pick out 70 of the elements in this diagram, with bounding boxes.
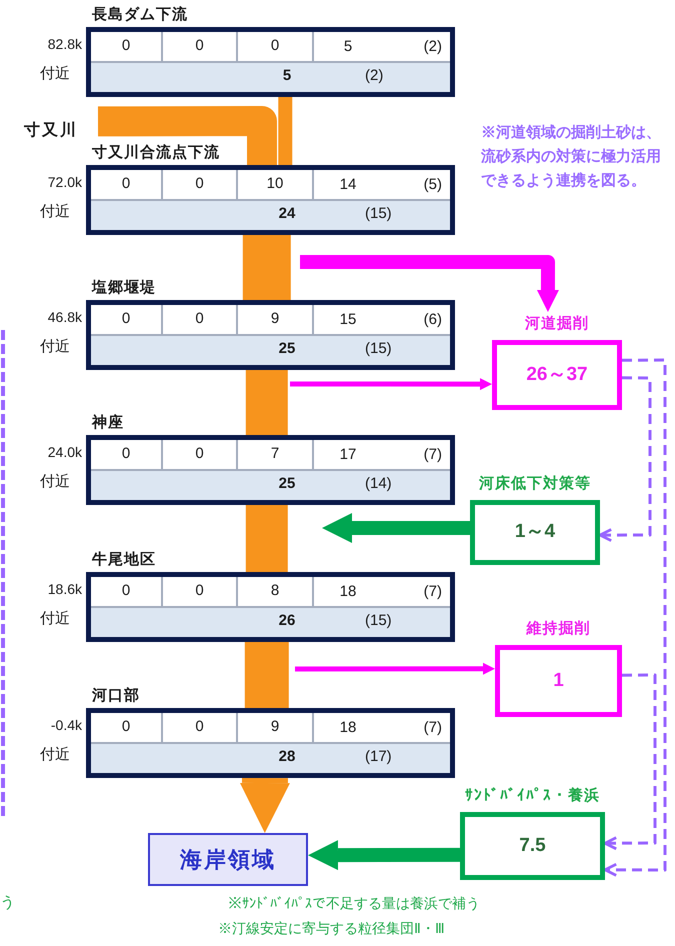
- location-note: 付近: [40, 65, 70, 83]
- dashed-arrow: [598, 376, 652, 542]
- footnote-text: ※汀線安定に寄与する粒径集団Ⅱ・Ⅲ: [218, 919, 445, 938]
- distance-marker: 82.8k: [46, 35, 82, 53]
- flow-band: [246, 370, 288, 435]
- distance-marker: -0.4k: [50, 716, 82, 734]
- flow-band: [240, 778, 290, 833]
- flow-band: [278, 97, 292, 165]
- distance-marker: 46.8k: [46, 308, 82, 326]
- total-value: 25: [278, 339, 296, 358]
- station-name: 牛尾地区: [92, 550, 156, 570]
- distance-marker: 18.6k: [46, 580, 82, 598]
- arrow: [290, 378, 492, 390]
- flow-band: [242, 235, 291, 300]
- measure-title: 維持掘削: [525, 619, 592, 639]
- bracket-value: (15): [365, 204, 392, 223]
- bracket-value: (7): [424, 445, 442, 464]
- measure-title: ｻﾝﾄﾞﾊﾞｲﾊﾟｽ・養浜: [464, 786, 601, 806]
- station-name: 塩郷堰堤: [92, 278, 156, 298]
- bracket-value: (14): [365, 474, 392, 493]
- footnote-text: ※ｻﾝﾄﾞﾊﾞｲﾊﾟｽで不足する量は養浜で補う: [228, 894, 480, 913]
- station-name: 長島ダム下流: [92, 5, 188, 25]
- station-name: 神座: [92, 413, 124, 433]
- flow-band: [246, 505, 288, 572]
- table-value: 14: [338, 175, 358, 194]
- bracket-value: (5): [424, 175, 442, 194]
- location-note: 付近: [40, 746, 70, 764]
- station-name: 寸又川合流点下流: [92, 143, 220, 163]
- bracket-value: (15): [365, 339, 392, 358]
- table-value: 5: [342, 37, 354, 56]
- bracket-value: (6): [424, 310, 442, 329]
- table-value: 17: [338, 445, 358, 464]
- bracket-value: (2): [365, 66, 384, 85]
- arrow: [308, 840, 460, 870]
- dashed-arrow: [604, 358, 666, 877]
- arrow: [295, 662, 495, 675]
- table-value: 18: [338, 718, 358, 737]
- bracket-value: (17): [365, 747, 392, 766]
- flow-band: [244, 642, 289, 708]
- measure-title: 河道掘削: [524, 314, 590, 334]
- note-text: う: [0, 893, 15, 913]
- amount-box: 1: [495, 645, 622, 717]
- location-note: 付近: [40, 338, 70, 356]
- bracket-value: (15): [365, 611, 392, 630]
- distance-marker: 24.0k: [46, 443, 82, 461]
- bracket-value: (7): [424, 718, 442, 737]
- amount-box: 1～4: [470, 500, 600, 565]
- dashed-arrow: [604, 674, 656, 850]
- total-value: 28: [278, 747, 296, 766]
- river-name: 寸又川: [24, 119, 98, 143]
- arrow: [322, 513, 470, 543]
- amount-box: 7.5: [460, 812, 605, 880]
- location-note: 付近: [40, 203, 70, 221]
- note-text: ※河道領域の掘削土砂は、流砂系内の対策に極力活用できるよう連携を図る。: [481, 123, 662, 191]
- total-value: 25: [278, 474, 296, 493]
- amount-box: 26～37: [492, 340, 622, 410]
- location-note: 付近: [40, 473, 70, 491]
- station-name: 河口部: [92, 686, 140, 706]
- total-value: 5: [282, 66, 292, 85]
- total-value: 26: [278, 611, 296, 630]
- region-box: 海岸領域: [148, 833, 308, 886]
- distance-marker: 72.0k: [46, 173, 82, 191]
- bracket-value: (7): [424, 582, 442, 601]
- location-note: 付近: [40, 610, 70, 628]
- table-value: 15: [338, 310, 358, 329]
- measure-title: 河床低下対策等: [478, 474, 592, 494]
- arrow: [300, 255, 559, 312]
- bracket-value: (2): [424, 37, 442, 56]
- total-value: 24: [278, 204, 296, 223]
- table-value: 18: [338, 582, 358, 601]
